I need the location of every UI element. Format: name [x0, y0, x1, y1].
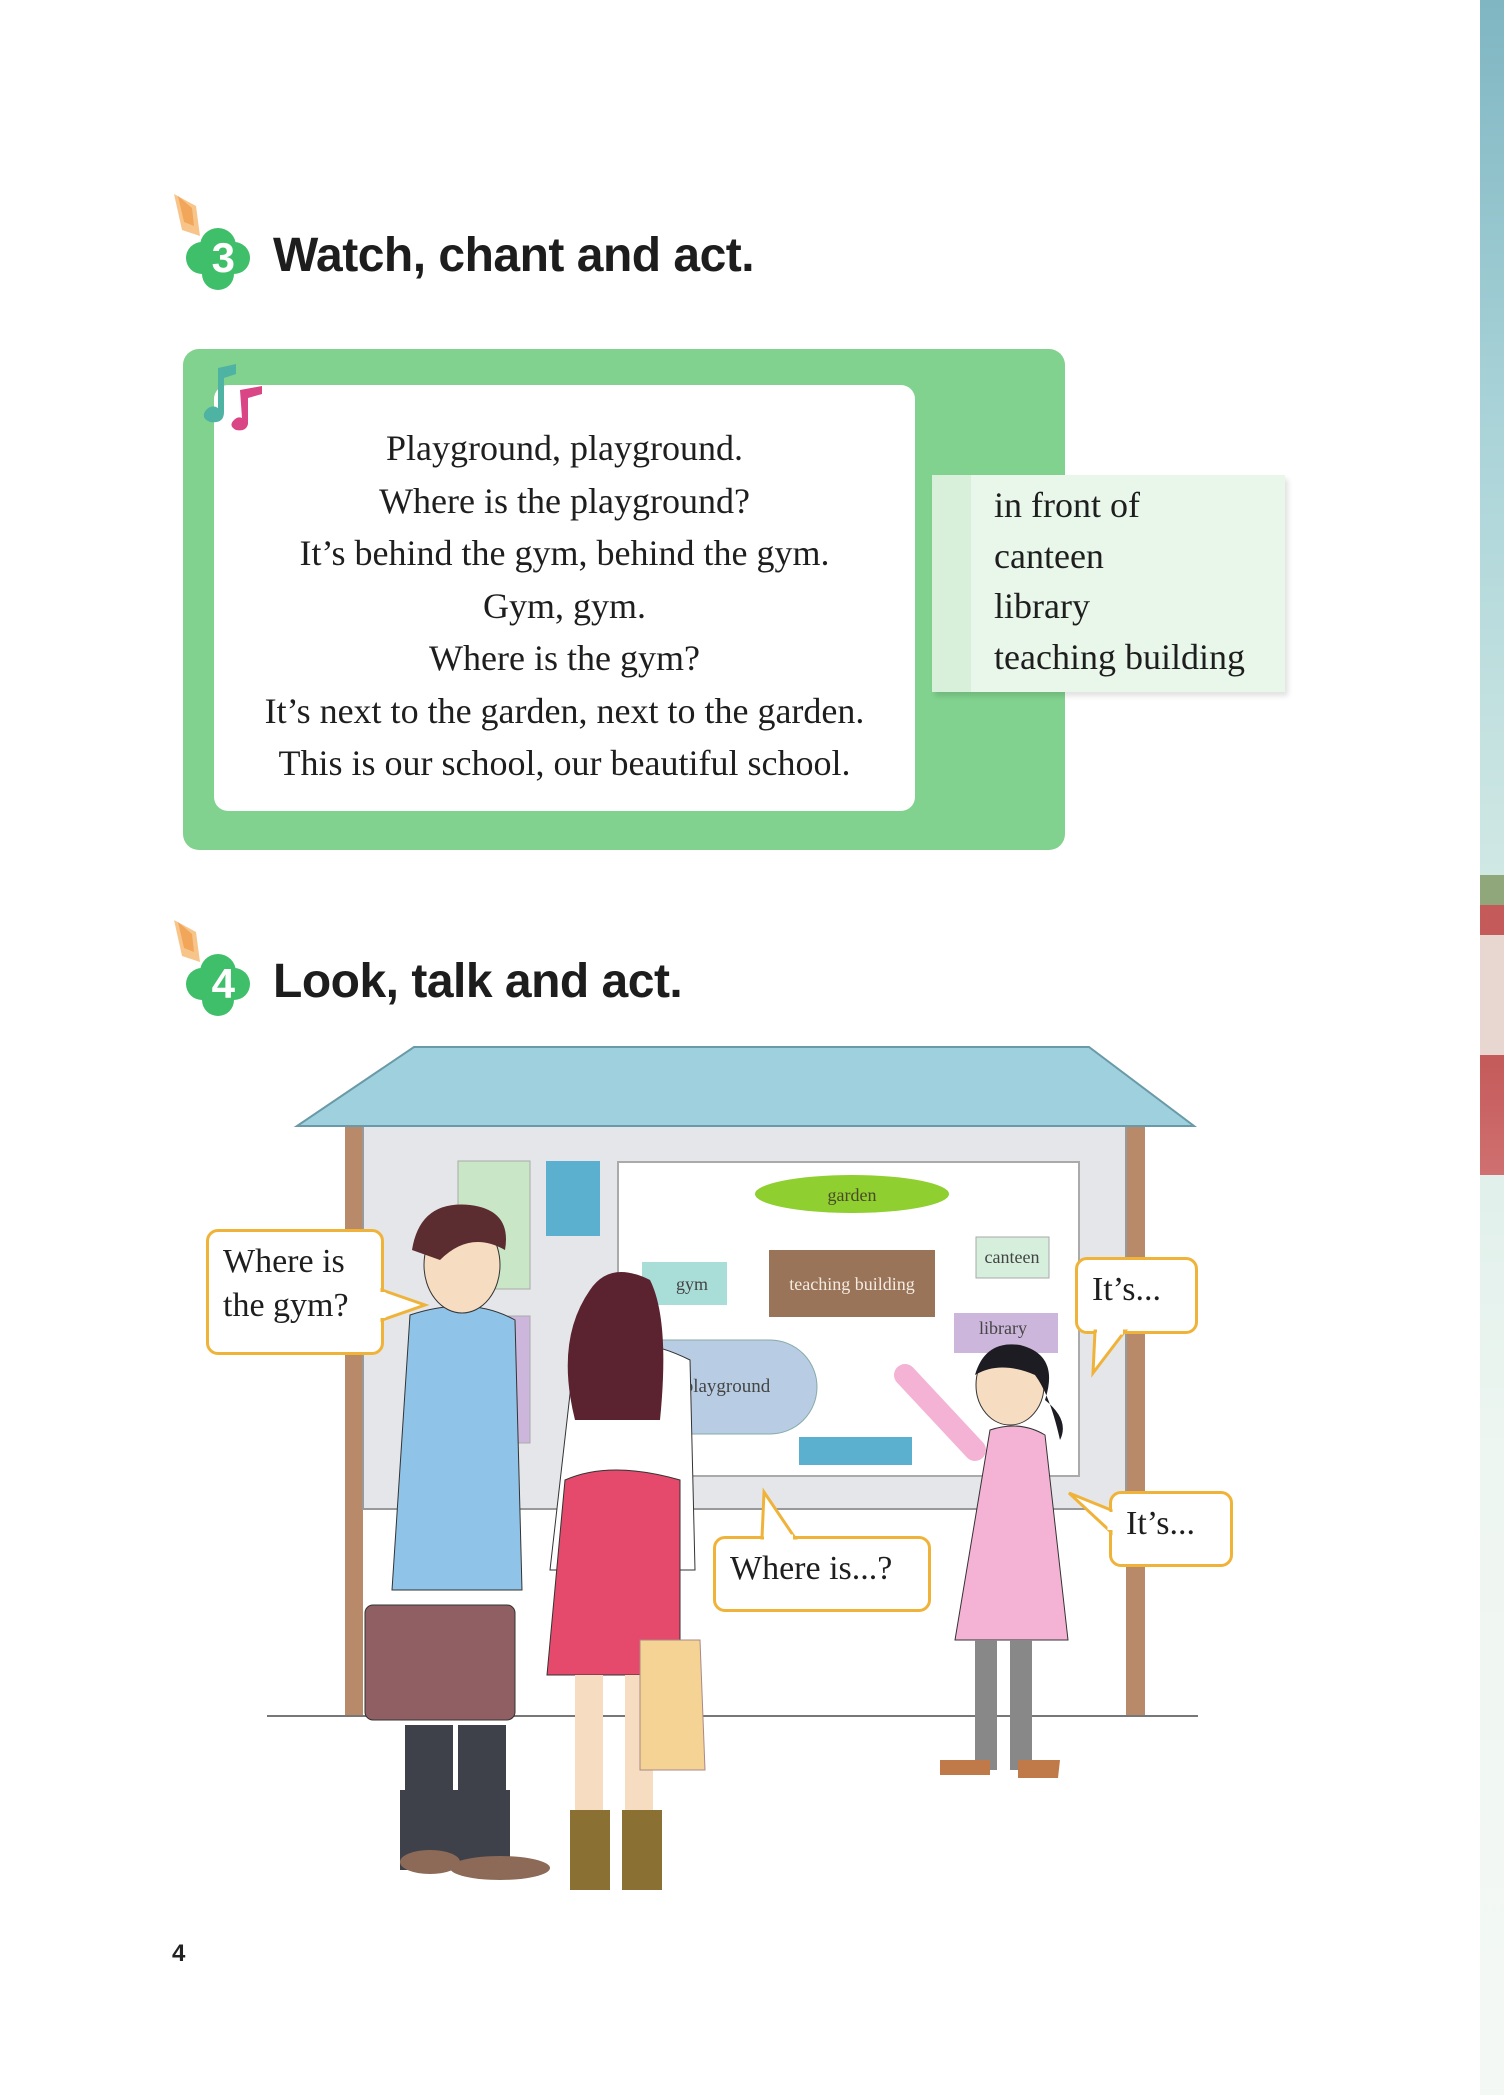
chant-line: Playground, playground.	[386, 428, 743, 468]
music-notes-icon	[203, 364, 262, 431]
page-number: 4	[172, 1940, 186, 1967]
speech-bubble-man: Where is the gym?	[206, 1229, 384, 1355]
map-label-garden: garden	[828, 1185, 877, 1205]
chant-line: Where is the gym?	[429, 638, 700, 678]
bubble-line: Where is	[223, 1243, 345, 1280]
section-4-badge	[174, 920, 250, 1016]
word-box	[932, 475, 1285, 692]
section-4-title: Look, talk and act.	[273, 955, 683, 1008]
map-teaching-building	[769, 1250, 935, 1317]
girl-figure	[894, 1344, 1069, 1778]
word-item: library	[994, 586, 1090, 626]
section-4-number: 4	[211, 960, 235, 1007]
chant-line: Gym, gym.	[482, 585, 646, 626]
word-item: in front of	[994, 485, 1140, 525]
map-playground	[649, 1339, 818, 1435]
speech-bubble-girl-top: It’s...	[1075, 1257, 1198, 1334]
word-item: teaching building	[994, 636, 1245, 677]
map-label-teaching-building: teaching building	[789, 1274, 914, 1294]
man-figure	[364, 1204, 550, 1880]
map-label-canteen: canteen	[985, 1247, 1040, 1267]
word-item: canteen	[994, 535, 1104, 576]
chant-line: This is our school, our beautiful school…	[278, 743, 851, 783]
board-roof	[293, 1046, 1197, 1127]
word-list: in front of canteen library teaching bui…	[994, 480, 1245, 682]
chant-line: It’s behind the gym, behind the gym.	[299, 533, 830, 573]
bubble-line: the gym?	[223, 1287, 349, 1324]
map-label-gym: gym	[676, 1274, 708, 1294]
section-3-badge	[174, 194, 250, 290]
section-3-number: 3	[211, 234, 235, 281]
map-label-library: library	[979, 1318, 1027, 1338]
word-box-stripe	[932, 475, 971, 692]
briefcase	[364, 1604, 516, 1721]
chant-line: Where is the playground?	[379, 480, 750, 521]
chant-text: Playground, playground. Where is the pla…	[214, 422, 915, 790]
speech-bubble-woman: Where is...?	[713, 1536, 931, 1612]
chant-card	[214, 385, 915, 811]
chant-line: It’s next to the garden, next to the gar…	[264, 690, 865, 731]
map-canteen	[975, 1236, 1050, 1279]
page-edge-building	[1480, 875, 1504, 1175]
section-3-title: Watch, chant and act.	[273, 229, 755, 282]
map-garden	[755, 1175, 949, 1213]
woman-figure	[546, 1272, 706, 1890]
map-label-playground: playground	[684, 1376, 771, 1397]
